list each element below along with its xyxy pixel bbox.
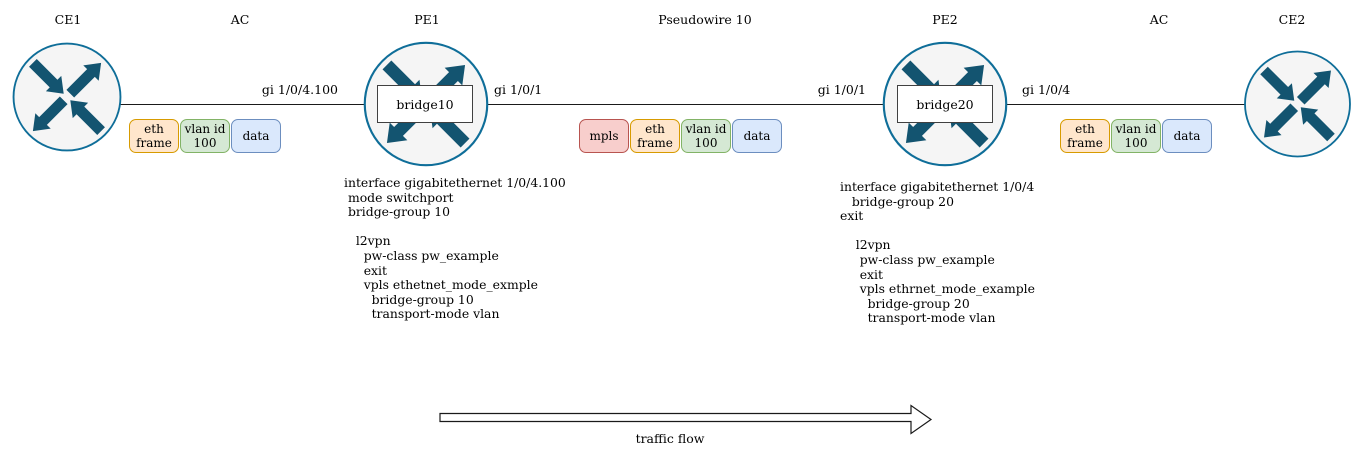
node-title-pe2: PE2 <box>932 12 958 27</box>
traffic-flow-label: traffic flow <box>635 431 705 446</box>
frame-segment-mpls: mpls <box>579 119 629 153</box>
interface-label-pe2-pw: gi 1/0/1 <box>817 82 866 97</box>
frame-segment-vlan: vlan id 100 <box>681 119 731 153</box>
node-title-ce2: CE2 <box>1278 12 1306 27</box>
frame-stack-ac-right: eth frame vlan id 100 data <box>1060 119 1212 153</box>
frame-segment-data: data <box>732 119 782 153</box>
router-icon-ce2 <box>1244 50 1351 158</box>
frame-stack-ac-left: eth frame vlan id 100 data <box>129 119 281 153</box>
frame-segment-data: data <box>231 119 281 153</box>
node-title-pe1: PE1 <box>414 12 440 27</box>
pe1-config-snippet: interface gigabitethernet 1/0/4.100 mode… <box>344 175 566 322</box>
frame-segment-vlan: vlan id 100 <box>180 119 230 153</box>
pe2-config-snippet: interface gigabitethernet 1/0/4 bridge-g… <box>840 179 1035 326</box>
frame-segment-eth: eth frame <box>1060 119 1110 153</box>
frame-segment-data: data <box>1162 119 1212 153</box>
interface-label-pe1-ac: gi 1/0/4.100 <box>261 82 338 97</box>
traffic-flow-arrow <box>439 404 933 435</box>
node-title-ce1: CE1 <box>54 12 82 27</box>
bridge-domain-pe1: bridge10 <box>377 85 473 123</box>
frame-stack-pseudowire: mpls eth frame vlan id 100 data <box>579 119 782 153</box>
router-icon-ce1 <box>12 42 122 152</box>
link-title-ac-right: AC <box>1149 12 1169 27</box>
link-title-pseudowire: Pseudowire 10 <box>658 12 752 27</box>
frame-segment-eth: eth frame <box>630 119 680 153</box>
link-title-ac-left: AC <box>230 12 250 27</box>
frame-segment-vlan: vlan id 100 <box>1111 119 1161 153</box>
bridge-domain-pe2: bridge20 <box>897 85 993 123</box>
interface-label-pe1-pw: gi 1/0/1 <box>494 82 543 97</box>
interface-label-pe2-ac: gi 1/0/4 <box>1022 82 1071 97</box>
frame-segment-eth: eth frame <box>129 119 179 153</box>
